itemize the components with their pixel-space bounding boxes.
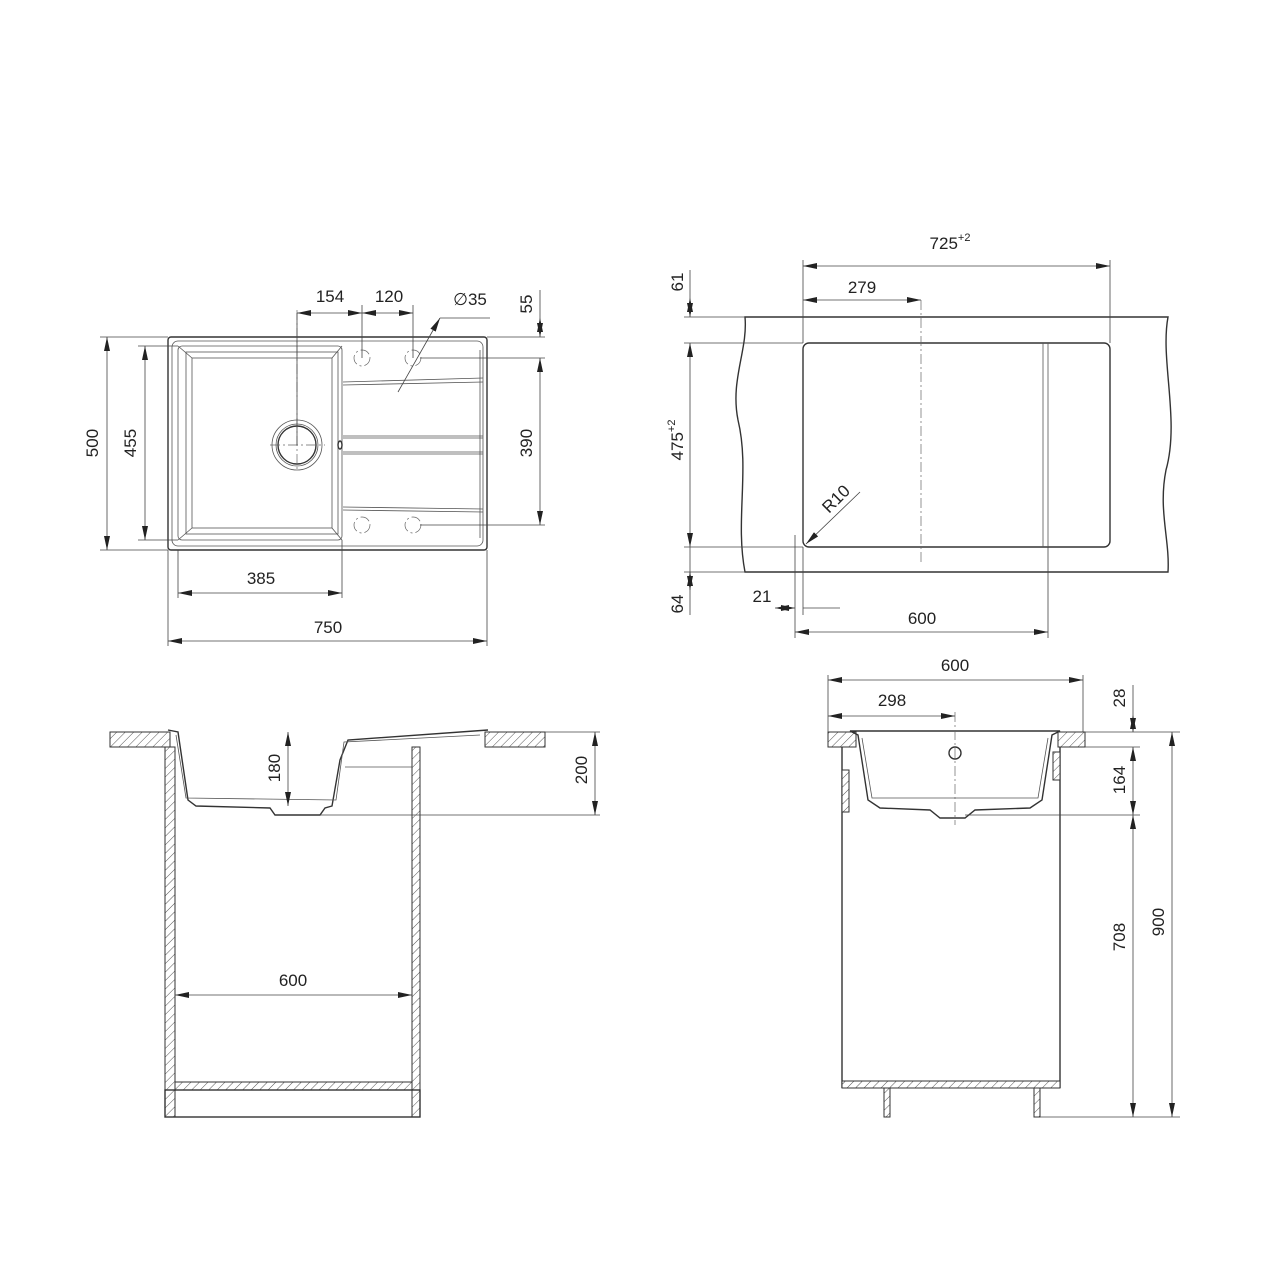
dim-bowl-width-value: 385 bbox=[247, 569, 275, 588]
countertop-outline bbox=[735, 316, 1172, 573]
countertop-left bbox=[827, 731, 857, 748]
dim-side-center-value: 298 bbox=[878, 691, 906, 710]
dim-cutout-depth-value: 475 bbox=[668, 432, 687, 460]
dim-depth-overall-value: 500 bbox=[83, 429, 102, 457]
dim-cabinet-label: 600 bbox=[908, 609, 936, 628]
dim-cabinet-depth-label: 600 bbox=[941, 656, 969, 675]
dim-center-value: 279 bbox=[848, 278, 876, 297]
leg-back bbox=[1033, 1087, 1041, 1118]
dim-bottom-margin-label: 64 bbox=[668, 595, 687, 614]
sink-outline bbox=[167, 336, 488, 551]
plan-view bbox=[167, 310, 488, 551]
sink-profile bbox=[167, 729, 489, 816]
countertop-left bbox=[109, 731, 171, 748]
dim-bottom-margin-value: 64 bbox=[668, 595, 687, 614]
dim-cabinet-depth-value: 600 bbox=[941, 656, 969, 675]
bowl-floor bbox=[191, 357, 333, 529]
dim-depth-overall-label: 500 bbox=[83, 429, 102, 457]
dim-hole-edge-value: 55 bbox=[517, 295, 536, 314]
dim-total-height-value: 200 bbox=[572, 756, 591, 784]
dim-cutout-depth-tolerance: +2 bbox=[666, 420, 678, 433]
drainboard-ribs bbox=[342, 350, 484, 538]
overflow-icon bbox=[948, 746, 962, 760]
dim-center-label: 279 bbox=[848, 278, 876, 297]
dim-drain-offset-value: 154 bbox=[316, 287, 344, 306]
front-section bbox=[109, 729, 546, 1118]
dim-below-label: 708 bbox=[1110, 923, 1129, 951]
dim-cutout-width-tolerance: +2 bbox=[958, 232, 971, 244]
countertop-right bbox=[1057, 731, 1086, 748]
dim-bowl-height-value: 180 bbox=[265, 754, 284, 782]
dim-cabinet-value: 600 bbox=[908, 609, 936, 628]
dim-bowl-value: 164 bbox=[1110, 766, 1129, 794]
side-section bbox=[827, 712, 1086, 1118]
dim-cabinet-width-value: 600 bbox=[279, 971, 307, 990]
dim-bowl-height-label: 180 bbox=[265, 754, 284, 782]
dim-top-margin-value: 61 bbox=[668, 273, 687, 292]
dim-counter-value: 28 bbox=[1110, 689, 1129, 708]
dim-width-overall-value: 750 bbox=[314, 618, 342, 637]
cabinet-bottom bbox=[841, 1080, 1061, 1089]
dim-bowl-depth-label: 455 bbox=[121, 429, 140, 457]
tap-holes bbox=[353, 349, 422, 534]
dim-drain-offset-label: 154 bbox=[316, 287, 344, 306]
dim-top-margin-label: 61 bbox=[668, 273, 687, 292]
cabinet-shelf bbox=[174, 1081, 413, 1091]
bowl-outline bbox=[177, 345, 343, 541]
overflow-icon bbox=[337, 440, 343, 450]
dim-width-overall-label: 750 bbox=[314, 618, 342, 637]
countertop-right bbox=[484, 731, 546, 748]
dim-below-value: 708 bbox=[1110, 923, 1129, 951]
dim-cabinet-width-label: 600 bbox=[279, 971, 307, 990]
cabinet-left-wall bbox=[164, 746, 176, 1118]
plinth bbox=[164, 1089, 421, 1118]
cutout-view bbox=[735, 300, 1172, 573]
dim-cutout-depth-label: 475+2 bbox=[666, 420, 687, 461]
dim-total-value: 900 bbox=[1149, 908, 1168, 936]
dim-bowl-depth-value: 455 bbox=[121, 429, 140, 457]
dim-radius-leader bbox=[805, 491, 861, 545]
dim-side-center-label: 298 bbox=[878, 691, 906, 710]
cutout-outline bbox=[802, 342, 1111, 548]
dim-hole-vertical-value: 390 bbox=[517, 429, 536, 457]
dim-hole-diameter-label: ∅35 bbox=[453, 290, 487, 309]
dim-side-offset-label: 21 bbox=[753, 587, 772, 606]
cabinet-right-wall bbox=[411, 746, 421, 1118]
dim-hole-spacing-value: 120 bbox=[375, 287, 403, 306]
dim-bowl-width-label: 385 bbox=[247, 569, 275, 588]
dim-counter-label: 28 bbox=[1110, 689, 1129, 708]
leg-front bbox=[883, 1087, 891, 1118]
dim-hole-edge-label: 55 bbox=[517, 295, 536, 314]
dim-total-height-label: 200 bbox=[572, 756, 591, 784]
dim-hole-vertical-label: 390 bbox=[517, 429, 536, 457]
dim-total-label: 900 bbox=[1149, 908, 1168, 936]
dim-side-offset-value: 21 bbox=[753, 587, 772, 606]
dim-hole-diameter-leader bbox=[397, 317, 441, 393]
dim-cutout-width-value: 725 bbox=[930, 234, 958, 253]
bowl-profile bbox=[849, 730, 1061, 819]
dim-radius-label: R10 bbox=[818, 481, 853, 516]
dim-cutout-width-label: 725+2 bbox=[930, 232, 971, 253]
dim-bowl-label: 164 bbox=[1110, 766, 1129, 794]
dim-hole-spacing-label: 120 bbox=[375, 287, 403, 306]
